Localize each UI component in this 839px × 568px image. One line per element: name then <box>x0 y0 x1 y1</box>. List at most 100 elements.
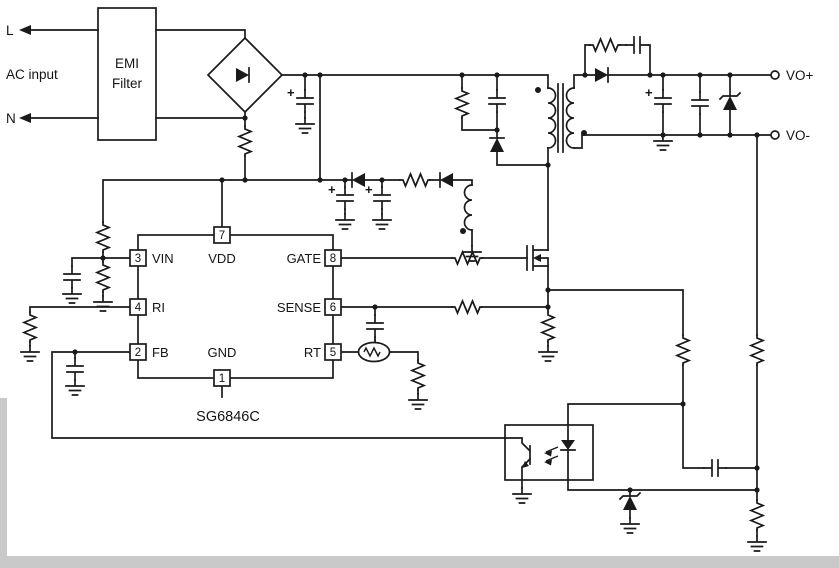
junction-dots <box>72 72 760 493</box>
pin-8-number: 8 <box>330 253 336 265</box>
vin-capacitor-icon <box>63 265 81 289</box>
power-mosfet <box>526 245 549 271</box>
bulk-cap-polarity: + <box>287 85 295 100</box>
pin-1-box <box>213 369 231 387</box>
output-cap-polarity: + <box>645 85 653 100</box>
ri-resistor-icon <box>23 311 37 343</box>
pin-4-number: 4 <box>135 302 142 314</box>
vdd-diode1-icon <box>351 172 366 188</box>
vo-plus-label: VO+ <box>786 68 814 83</box>
vdd-diode2-icon <box>439 172 454 188</box>
feedback-series-resistor-icon <box>750 334 764 366</box>
divider-resistor-upper-icon <box>676 334 690 366</box>
vdd-cap2-icon <box>373 186 391 210</box>
pin-4-box <box>129 298 147 316</box>
divider-resistor-lower-icon <box>750 499 764 531</box>
aux-winding-dot <box>460 228 466 234</box>
shunt-zener-icon <box>619 492 641 511</box>
neutral-label: N <box>6 111 16 126</box>
emi-filter-label-1: EMI <box>115 56 139 71</box>
current-sense-shunt <box>538 311 558 362</box>
shunt-resistor-icon <box>541 311 555 343</box>
fb-capacitor-icon <box>66 357 84 381</box>
opto-led-icon <box>561 440 575 450</box>
vdd-cap1-icon <box>336 186 354 210</box>
sense-resistor-icon <box>451 300 483 314</box>
pin-vin-label: VIN <box>152 251 174 266</box>
controller-ic: 3 4 2 7 1 8 6 5 VIN RI FB VDD GND GATE S… <box>129 226 342 425</box>
pin-1-number: 1 <box>219 373 225 385</box>
pin-5-box <box>324 343 342 361</box>
ground-icon <box>295 117 315 134</box>
fb-network <box>65 357 85 396</box>
ground-icon <box>538 345 558 362</box>
pin-fb-label: FB <box>152 345 169 360</box>
compensation-capacitor-icon <box>703 459 727 477</box>
ground-icon <box>93 295 113 312</box>
light-arrow-1 <box>544 450 552 457</box>
ground-icon <box>620 517 640 534</box>
line-label: L <box>6 23 14 38</box>
pin-ri-label: RI <box>152 300 165 315</box>
light-arrow-2 <box>544 459 552 466</box>
ground-icon <box>408 393 428 410</box>
vdd-resistor-icon <box>399 173 431 187</box>
secondary-winding-dot <box>581 130 587 136</box>
output-zener-icon <box>719 92 741 111</box>
clamp-diode-icon <box>489 137 505 153</box>
wiring <box>29 29 772 537</box>
line-arrow-icon <box>19 25 31 35</box>
bulk-capacitor-icon <box>296 89 314 113</box>
vin-network <box>62 221 113 312</box>
ground-icon <box>20 345 40 362</box>
emi-filter-block: EMI Filter <box>97 7 157 141</box>
ac-input-caption: AC input <box>6 67 58 82</box>
snubber-capacitor-icon <box>625 36 649 54</box>
transformer-core <box>557 83 564 153</box>
pin-7-number: 7 <box>219 230 225 242</box>
pin-6-box <box>324 298 342 316</box>
vdd-aux-supply: + + <box>328 172 482 262</box>
mosfet-arrow-icon <box>533 254 541 262</box>
pin-3-number: 3 <box>135 253 141 265</box>
ground-icon <box>372 213 392 230</box>
pin-gnd-label: GND <box>208 345 237 360</box>
pin-2-box <box>129 343 147 361</box>
vdd-cap1-polarity: + <box>328 182 336 197</box>
snubber-resistor-icon <box>589 38 621 52</box>
phototransistor-icon <box>504 437 532 489</box>
pin-gate-label: GATE <box>287 251 322 266</box>
vo-minus-terminal <box>770 130 780 140</box>
ground-icon <box>512 487 532 504</box>
startup-resistor-icon <box>238 125 252 157</box>
neutral-arrow-icon <box>19 113 31 123</box>
vdd-cap2-polarity: + <box>365 182 373 197</box>
output-terminals: VO+ VO- <box>770 68 814 143</box>
clamp-resistor-icon <box>455 87 469 119</box>
ground-icon <box>65 379 85 396</box>
pin-sense-label: SENSE <box>277 300 321 315</box>
pin-vdd-label: VDD <box>208 251 235 266</box>
ground-icon <box>335 213 355 230</box>
feedback-divider <box>619 334 767 552</box>
transformer <box>535 83 587 153</box>
scan-edge-artifact-left <box>0 398 7 568</box>
pin-6-number: 6 <box>330 302 336 314</box>
bulk-capacitor: + <box>287 85 315 134</box>
optocoupler <box>504 424 594 504</box>
phototransistor-emitter-arrow <box>522 461 529 468</box>
emi-filter-box <box>97 7 157 141</box>
vo-minus-label: VO- <box>786 128 810 143</box>
aux-winding-icon <box>463 184 473 231</box>
bridge-rectifier <box>206 36 284 114</box>
rt-thermistor-zigzag <box>363 346 381 358</box>
rt-resistor-icon <box>411 359 425 391</box>
vin-upper-resistor-icon <box>96 221 110 253</box>
secondary-winding-icon <box>565 87 575 149</box>
vin-lower-resistor-icon <box>96 261 110 293</box>
output-filter: + <box>645 85 741 151</box>
output-cap2-icon <box>691 91 709 115</box>
primary-winding-icon <box>547 87 557 149</box>
clamp-capacitor-icon <box>488 89 506 113</box>
